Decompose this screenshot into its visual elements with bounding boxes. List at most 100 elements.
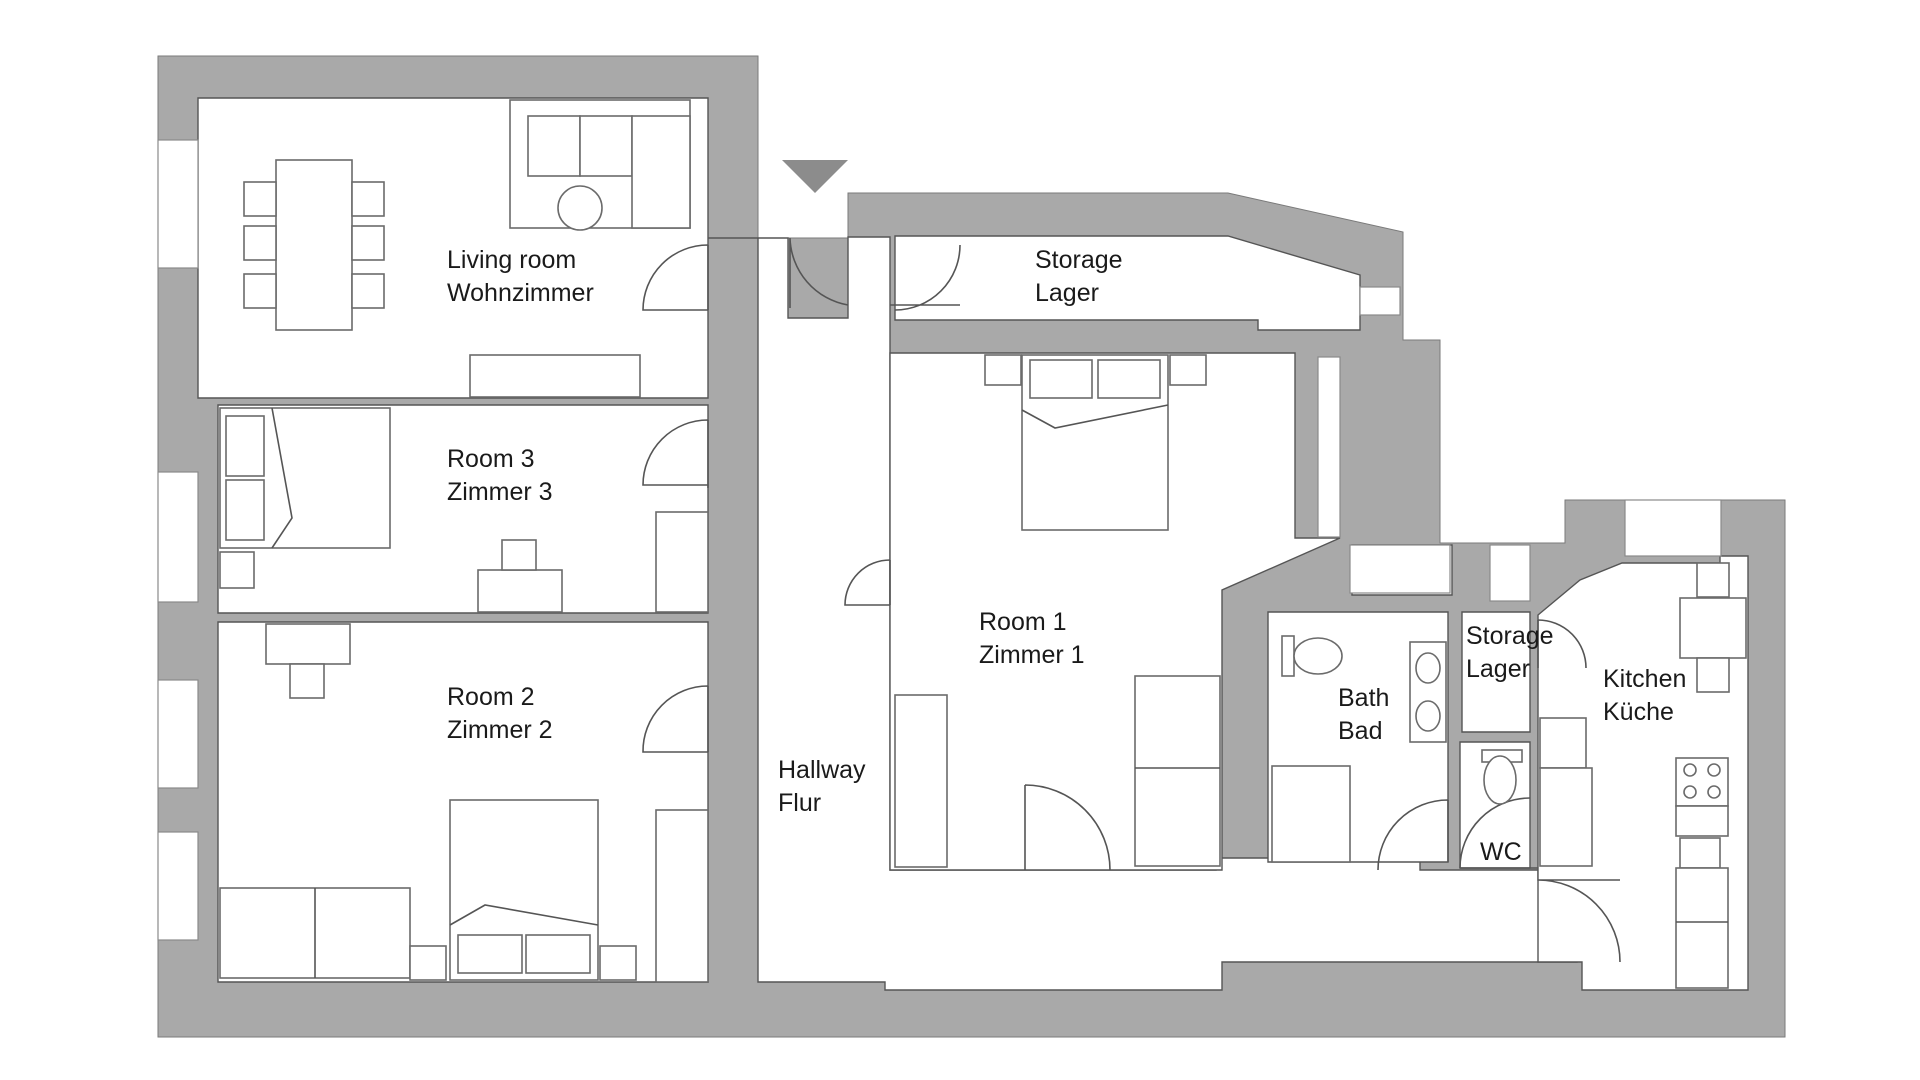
label-kitchen-de: Küche <box>1603 698 1674 726</box>
nightstand-room-1b <box>1169 354 1207 386</box>
label-bath-de: Bad <box>1338 717 1382 745</box>
kitchen-basin <box>1679 837 1721 869</box>
door-room-1-bottom <box>1024 784 1111 871</box>
counter-left-2 <box>1539 767 1593 867</box>
label-hallway-de: Flur <box>778 789 821 817</box>
blanket-fold-room-1 <box>1021 404 1169 429</box>
window-room-1 <box>1317 356 1341 538</box>
desk-room-2 <box>265 623 351 665</box>
label-room2-en: Room 2 <box>447 683 535 711</box>
label-room1-en: Room 1 <box>979 608 1067 636</box>
nightstand-room-1a <box>984 354 1022 386</box>
desk-room-3 <box>477 569 563 613</box>
window-bath <box>1349 544 1451 594</box>
pillow-room-3a <box>225 415 265 477</box>
chair-room-2 <box>289 663 325 699</box>
chair-right-1 <box>351 181 385 217</box>
room-labels: Living room Wohnzimmer Room 3 Zimmer 3 R… <box>447 246 1686 866</box>
label-kitchen-en: Kitchen <box>1603 665 1686 693</box>
wardrobe-room-1 <box>894 694 948 868</box>
burner-3 <box>1683 785 1697 799</box>
counter-right <box>1675 867 1729 989</box>
sideboard <box>469 354 641 398</box>
label-hallway-en: Hallway <box>778 756 866 784</box>
label-bath-en: Bath <box>1338 684 1389 712</box>
label-living-en: Living room <box>447 246 576 274</box>
round-table <box>557 185 603 231</box>
label-storage-top-en: Storage <box>1035 246 1123 274</box>
dining-table <box>275 159 353 331</box>
label-room2-de: Zimmer 2 <box>447 716 553 744</box>
chair-right-3 <box>351 273 385 309</box>
floor-hallway <box>708 236 1578 991</box>
label-living-de: Wohnzimmer <box>447 279 594 307</box>
kitchen-sink <box>1675 805 1729 837</box>
chair-left-1 <box>243 181 277 217</box>
door-room-1-hall <box>844 559 891 606</box>
sofa-room-1 <box>1134 675 1221 867</box>
label-storage-small-de: Lager <box>1466 655 1530 683</box>
kitchen-chair-bottom <box>1696 657 1730 693</box>
doors <box>642 160 1621 963</box>
label-room3-de: Zimmer 3 <box>447 478 553 506</box>
label-storage-top-de: Lager <box>1035 279 1099 307</box>
door-bath <box>1377 799 1449 871</box>
toilet-tank-bath <box>1281 635 1295 677</box>
pillow-room-2a <box>457 934 523 974</box>
window-kitchen <box>1624 499 1722 557</box>
label-room3-en: Room 3 <box>447 445 535 473</box>
sink-bath-1 <box>1415 652 1441 684</box>
floor-room-1 <box>889 352 1341 871</box>
pillow-room-1a <box>1029 359 1093 399</box>
kitchen-table <box>1679 597 1747 659</box>
door-storage-top <box>890 244 961 311</box>
nightstand-room-3 <box>219 551 255 589</box>
toilet-wc <box>1483 755 1517 805</box>
sink-bath-2 <box>1415 700 1441 732</box>
floor-storage-small <box>1461 611 1531 733</box>
window-storage <box>1359 286 1401 316</box>
stove <box>1675 757 1729 807</box>
kitchen-chair-top <box>1696 562 1730 598</box>
burner-2 <box>1707 763 1721 777</box>
window-room-2a <box>157 679 199 789</box>
sofa-seat-1 <box>527 115 581 177</box>
window-room-3 <box>157 471 199 603</box>
counter-left-1 <box>1539 717 1587 769</box>
pillow-room-2b <box>525 934 591 974</box>
floor-storage-top <box>894 235 1361 331</box>
chair-left-3 <box>243 273 277 309</box>
sofa-seat-2 <box>579 115 633 177</box>
door-entrance <box>789 237 849 308</box>
shower-bath <box>1271 765 1351 863</box>
chair-left-2 <box>243 225 277 261</box>
nightstand-room-2a <box>409 945 447 981</box>
burner-4 <box>1707 785 1721 799</box>
toilet-bath <box>1293 637 1343 675</box>
door-wc <box>1459 797 1538 869</box>
window-living <box>157 139 199 269</box>
chair-room-3 <box>501 539 537 571</box>
door-storage-small <box>1537 619 1587 669</box>
nightstand-room-2b <box>599 945 637 981</box>
entrance-marker <box>782 160 848 193</box>
pillow-room-1b <box>1097 359 1161 399</box>
burner-1 <box>1683 763 1697 777</box>
furniture <box>219 99 1747 989</box>
blanket-fold-room-3 <box>271 407 293 549</box>
door-room-3 <box>642 419 709 488</box>
door-kitchen <box>1537 879 1621 963</box>
window-storage-small <box>1489 544 1531 602</box>
door-room-2 <box>642 685 709 753</box>
chair-right-2 <box>351 225 385 261</box>
window-room-2b <box>157 831 199 941</box>
blanket-fold-room-2 <box>449 904 599 926</box>
door-living <box>642 244 709 311</box>
pillow-room-3b <box>225 479 265 541</box>
label-room1-de: Zimmer 1 <box>979 641 1085 669</box>
windows <box>157 139 1722 941</box>
wardrobe-room-3 <box>655 511 709 613</box>
wardrobe-room-2 <box>655 809 709 983</box>
label-wc: WC <box>1480 838 1522 866</box>
